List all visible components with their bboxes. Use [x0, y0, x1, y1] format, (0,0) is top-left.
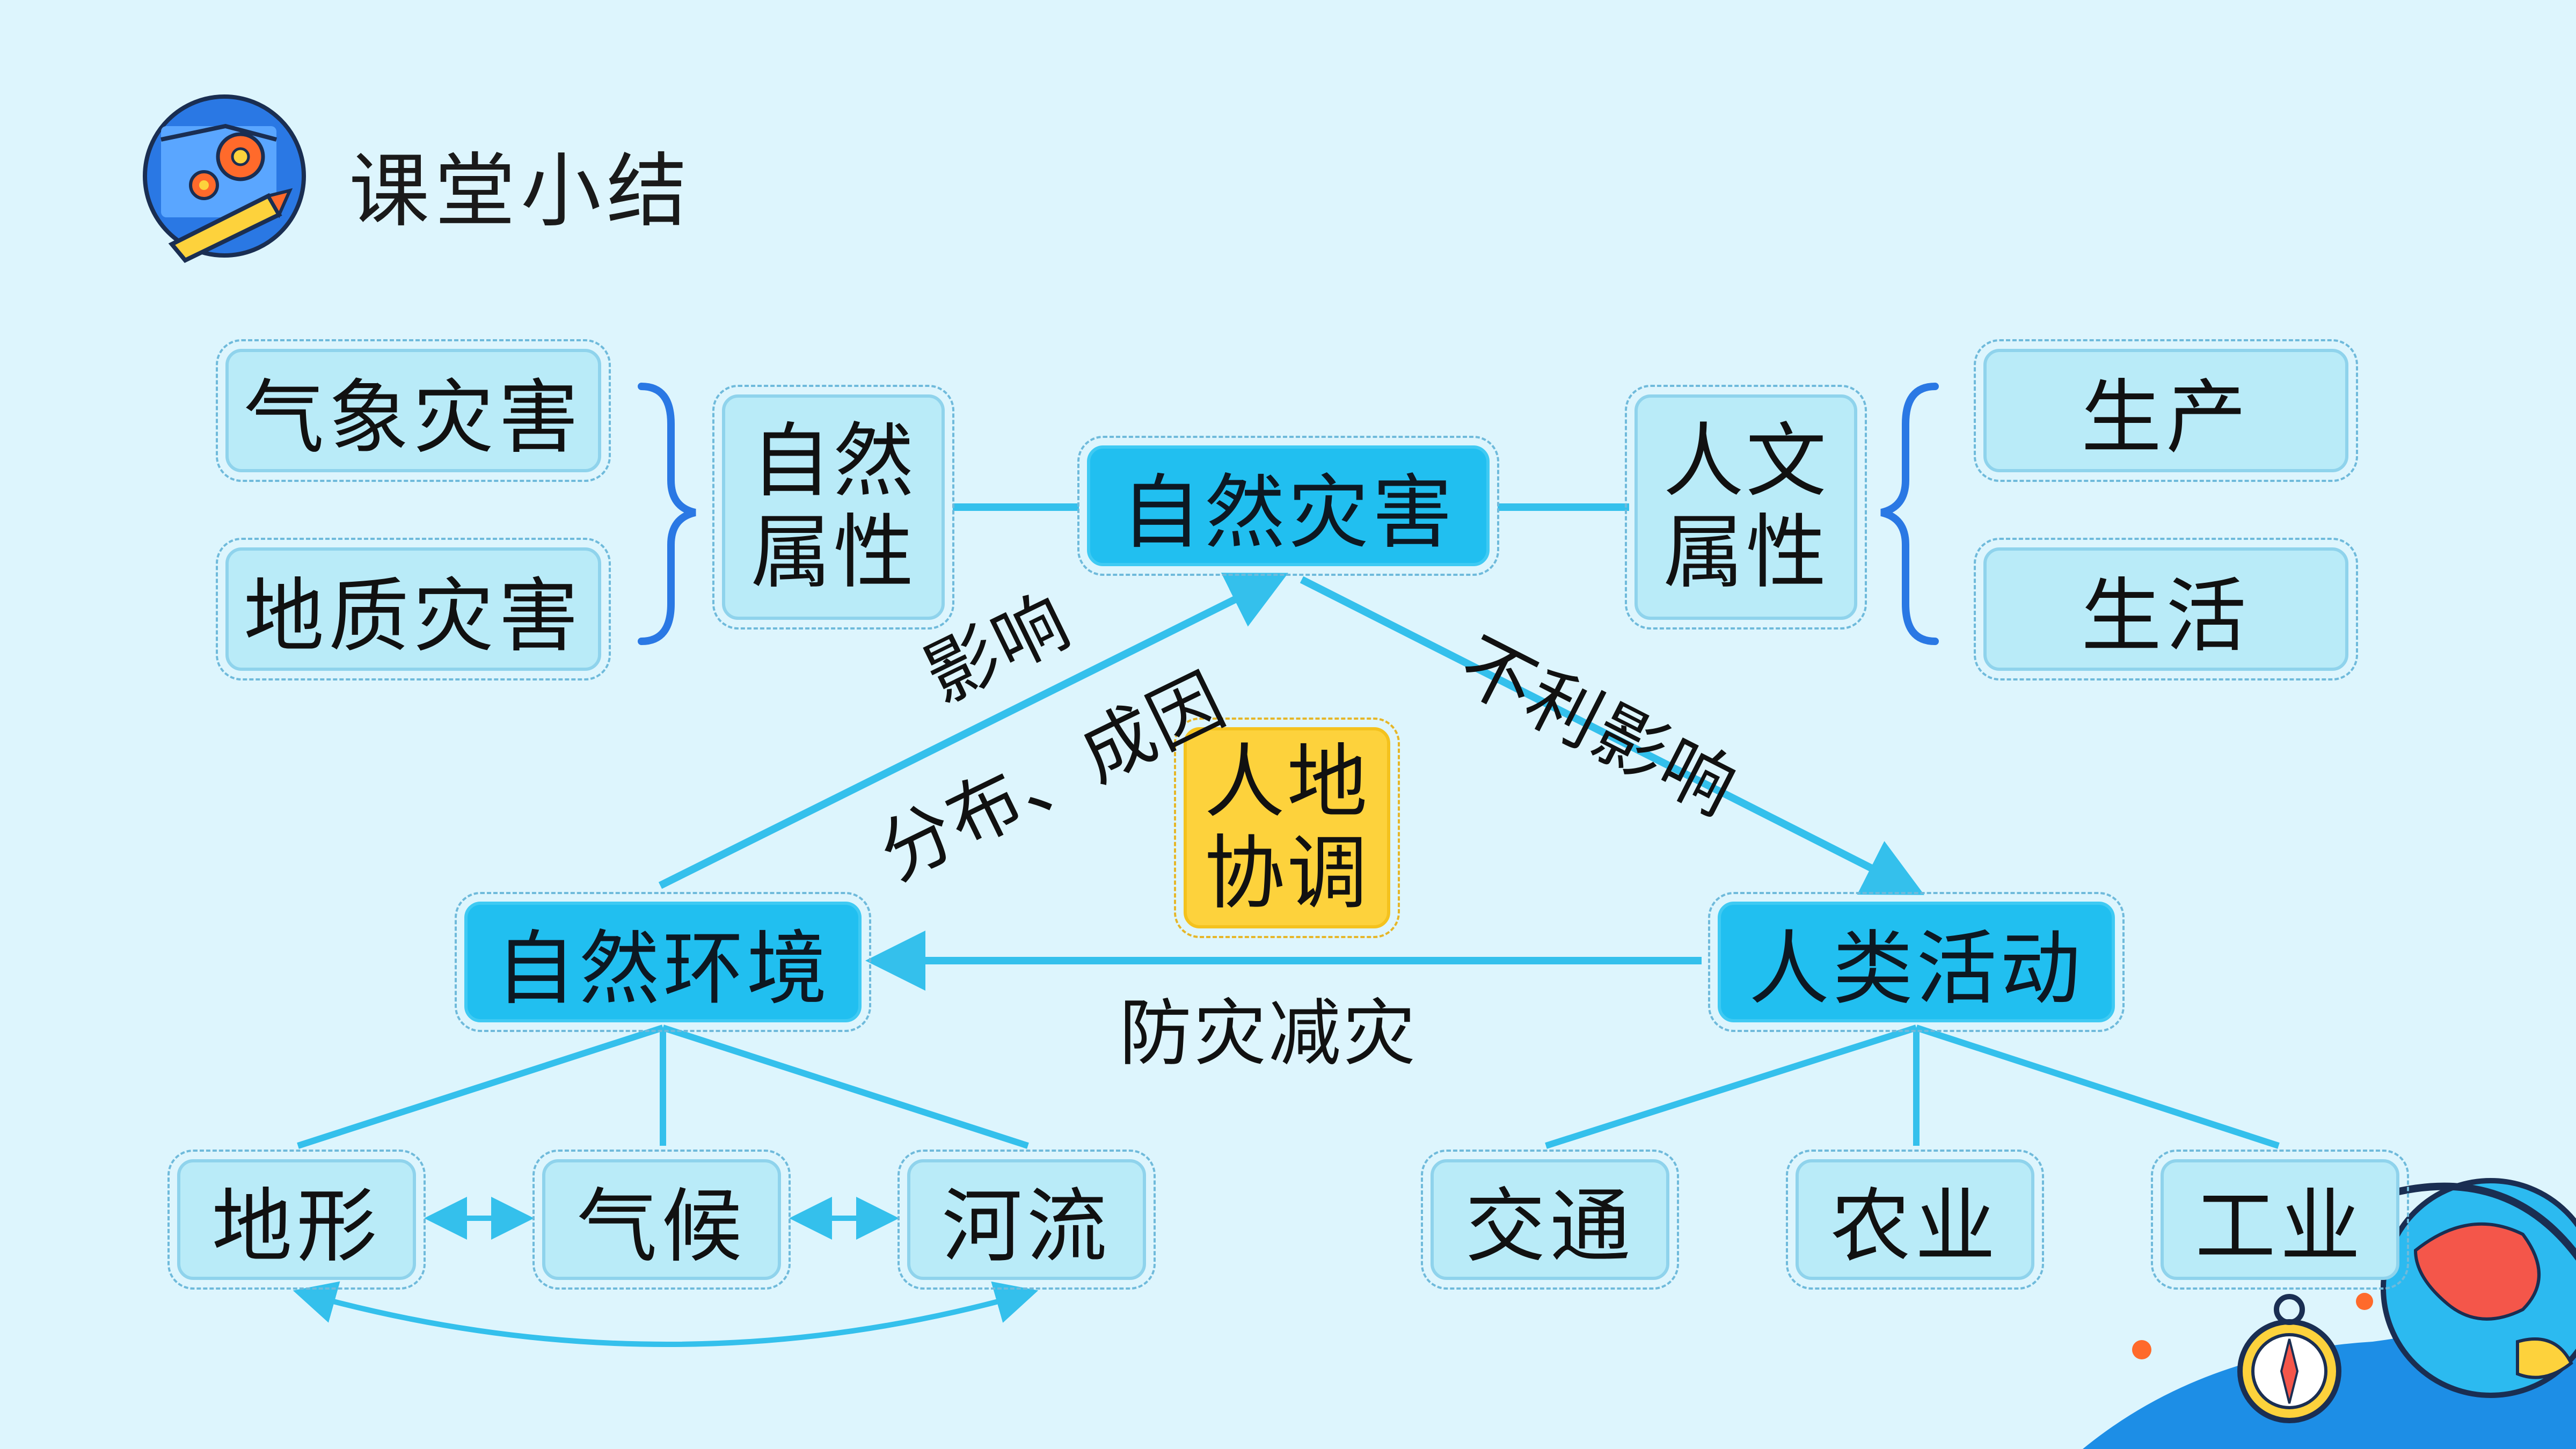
- env-element-terrain: 地形: [167, 1150, 426, 1290]
- harmony-label: 人地 协调: [1204, 735, 1370, 920]
- natural-environment-node: 自然环境: [455, 892, 871, 1032]
- natural-type-geological: 地质灾害: [216, 538, 611, 680]
- brace-natural: [638, 383, 696, 645]
- lesson-summary-icon: [143, 94, 306, 263]
- link-activity-industry: [1915, 1024, 2280, 1149]
- activity-element-transport: 交通: [1421, 1150, 1679, 1290]
- label-disaster-prevention: 防灾减灾: [1119, 991, 1418, 1075]
- arrow-terrain-river: [293, 1281, 1039, 1347]
- globe-compass-decoration: [2083, 1178, 2576, 1449]
- link-activity-transport: [1545, 1024, 1917, 1149]
- arrow-center-to-activity: [1300, 576, 1924, 895]
- activity-element-label: 农业: [1830, 1180, 2000, 1274]
- human-type-life: 生活: [1974, 538, 2358, 680]
- harmony-node: 人地 协调: [1174, 718, 1400, 938]
- env-element-label: 地形: [211, 1180, 382, 1274]
- activity-element-label: 交通: [1465, 1180, 1635, 1274]
- brace-human: [1880, 383, 1939, 645]
- env-element-climate: 气候: [532, 1150, 791, 1290]
- natural-environment-label: 自然环境: [495, 923, 830, 1016]
- human-activity-node: 人类活动: [1708, 892, 2125, 1032]
- natural-type-label: 气象灾害: [243, 371, 583, 465]
- natural-attribute-label: 自然 属性: [750, 415, 916, 599]
- natural-type-label: 地质灾害: [243, 569, 583, 663]
- natural-attribute: 自然 属性: [712, 385, 954, 630]
- page-title: 课堂小结: [349, 145, 693, 238]
- env-element-label: 气候: [577, 1180, 747, 1274]
- link-env-river: [662, 1024, 1029, 1149]
- env-element-river: 河流: [897, 1150, 1156, 1290]
- human-type-production: 生产: [1974, 339, 2358, 482]
- link-env-terrain: [297, 1024, 664, 1149]
- natural-type-meteorological: 气象灾害: [216, 339, 611, 482]
- arrow-env-to-center: [658, 573, 1289, 889]
- human-attribute-label: 人文 属性: [1663, 415, 1829, 599]
- center-node: 自然灾害: [1077, 436, 1499, 576]
- human-type-label: 生活: [2081, 569, 2251, 663]
- activity-element-label: 工业: [2195, 1180, 2365, 1274]
- env-element-label: 河流: [942, 1180, 1112, 1274]
- human-activity-label: 人类活动: [1748, 923, 2084, 1016]
- human-attribute: 人文 属性: [1625, 385, 1867, 630]
- activity-element-agriculture: 农业: [1786, 1150, 2044, 1290]
- center-label: 自然灾害: [1120, 466, 1456, 560]
- activity-element-industry: 工业: [2151, 1150, 2409, 1290]
- human-type-label: 生产: [2081, 371, 2251, 465]
